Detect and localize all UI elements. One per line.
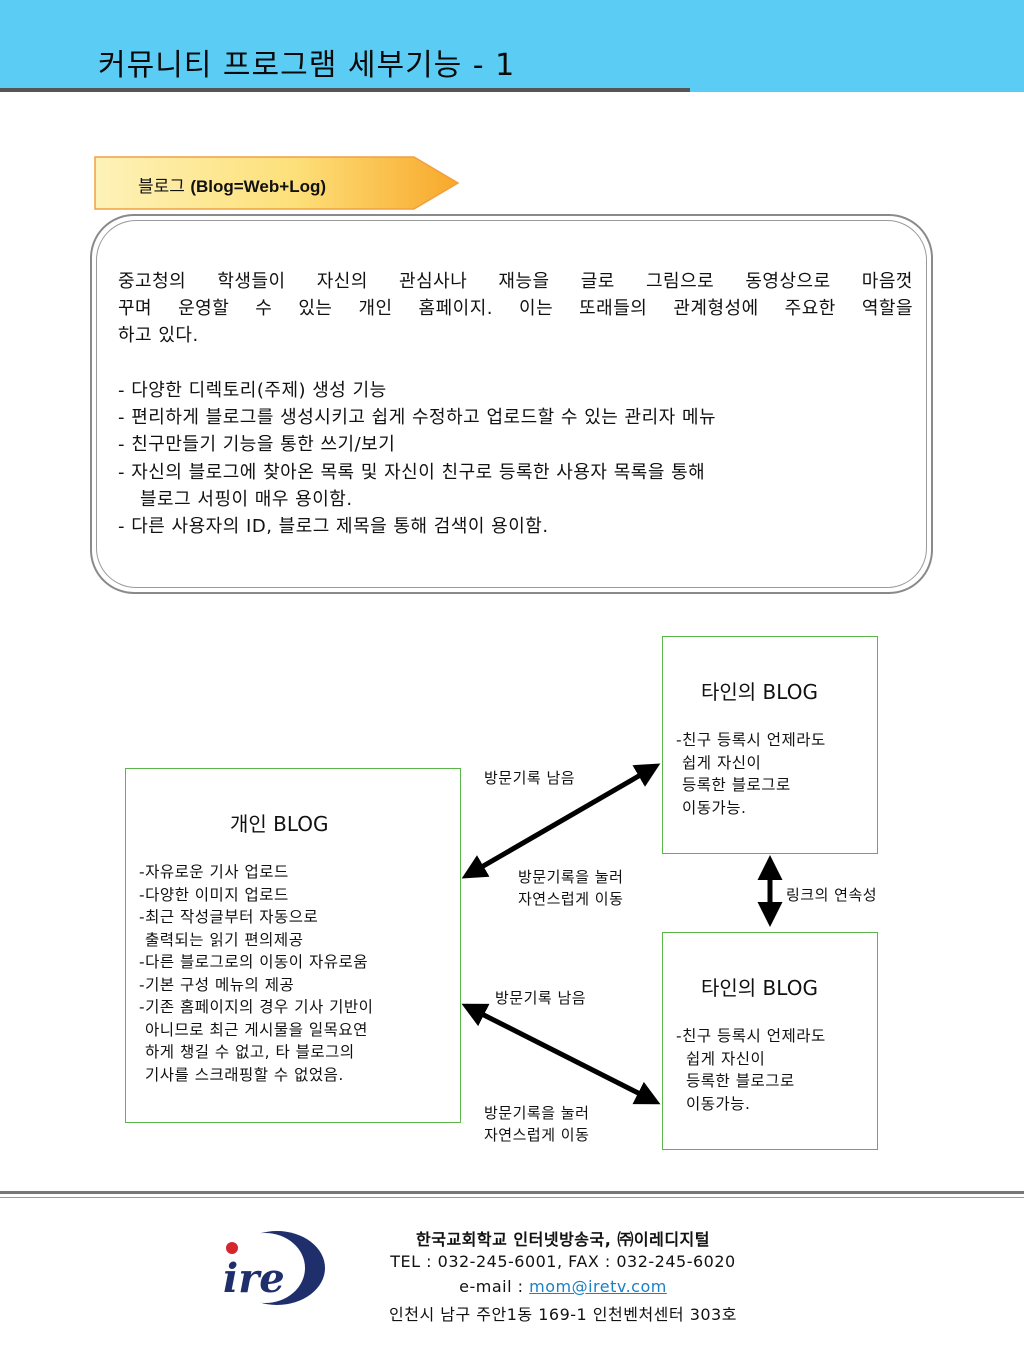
other-blog-bottom-line: 이동가능. [686, 1094, 751, 1113]
footer-divider-thin [0, 1197, 1024, 1198]
personal-blog-line: -다른 블로그로의 이동이 자유로움 [139, 953, 369, 971]
label-click-move-bottom-line1: 방문기록을 눌러 [484, 1104, 590, 1122]
other-blog-bottom-box [662, 932, 878, 1150]
footer-org: 한국교회학교 인터넷방송국, ㈜이레디지털 [416, 1230, 710, 1249]
personal-blog-line: -기본 구성 메뉴의 제공 [139, 975, 295, 994]
ire-logo-icon: ire [223, 1231, 325, 1305]
feature-item: - 다양한 디렉토리(주제) 생성 기능 [118, 380, 387, 401]
other-blog-bottom-line: 등록한 블로그로 [686, 1072, 795, 1090]
header-divider [0, 88, 690, 92]
feature-item: - 다른 사용자의 ID, 블로그 제목을 통해 검색이 용이함. [118, 516, 549, 538]
footer-email-link[interactable]: mom@iretv.com [529, 1277, 667, 1296]
description-line: 꾸며 운영할 수 있는 개인 홈페이지. 이는 또래들의 관계형성에 주요한 역… [118, 298, 913, 319]
footer-divider [0, 1191, 1024, 1194]
page-title: 커뮤니티 프로그램 세부기능 - 1 [98, 48, 516, 83]
logo-wordmark: ire [223, 1255, 285, 1302]
other-blog-bottom-title: 타인의 BLOG [701, 976, 818, 1000]
personal-blog-line: 하게 챙길 수 없고, 타 블로그의 [145, 1043, 355, 1061]
label-visit-record-top: 방문기록 남음 [484, 769, 576, 787]
feature-item-continuation-text: 블로그 서핑이 매우 용이함. [140, 488, 353, 510]
personal-blog-features: -자유로운 기사 업로드 -다양한 이미지 업로드 -최근 작성글부터 자동으로… [139, 861, 373, 1086]
other-blog-bottom-line: -친구 등록시 언제라도 [676, 1027, 826, 1045]
feature-item: - 편리하게 블로그를 생성시키고 쉽게 수정하고 업로드할 수 있는 관리자 … [118, 407, 717, 429]
personal-blog-line: -자유로운 기사 업로드 [139, 863, 289, 881]
label-visit-record-bottom: 방문기록 남음 [495, 989, 587, 1007]
other-blog-bottom-features: -친구 등록시 언제라도 쉽게 자신이 등록한 블로그로 이동가능. [676, 1025, 826, 1115]
section-tag: 블로그 (Blog=Web+Log) [94, 156, 460, 210]
description-frame [90, 214, 933, 594]
label-click-move-bottom-line2: 자연스럽게 이동 [484, 1126, 590, 1144]
personal-blog-line: -최근 작성글부터 자동으로 [139, 908, 319, 926]
arrow-personal-to-bottom-other [461, 1003, 661, 1105]
description-inner-frame [96, 220, 927, 588]
other-blog-top-line: -친구 등록시 언제라도 [676, 731, 826, 749]
other-blog-top-features: -친구 등록시 언제라도 쉽게 자신이 등록한 블로그로 이동가능. [676, 729, 826, 819]
other-blog-top-title: 타인의 BLOG [701, 680, 818, 704]
label-click-move-top-line1: 방문기록을 눌러 [518, 868, 624, 886]
footer-email-prefix: e-mail : [459, 1277, 530, 1296]
feature-item-continuation: 블로그 서핑이 매우 용이함. [118, 486, 716, 513]
footer-tel-fax: TEL : 032-245-6001, FAX : 032-245-6020 [390, 1252, 736, 1271]
label-click-move-top: 방문기록을 눌러 자연스럽게 이동 [518, 866, 623, 910]
label-click-move-top-line2: 자연스럽게 이동 [518, 890, 624, 908]
other-blog-top-line: 이동가능. [682, 798, 747, 817]
other-blog-top-box [662, 636, 878, 854]
other-blog-top-line: 등록한 블로그로 [682, 776, 791, 794]
footer-email-line: e-mail : mom@iretv.com [340, 1277, 786, 1296]
other-blog-top-line: 쉽게 자신이 [682, 753, 762, 772]
label-click-move-bottom: 방문기록을 눌러 자연스럽게 이동 [484, 1102, 589, 1146]
personal-blog-line: 아니므로 최근 게시물을 일목요연 [145, 1020, 368, 1039]
personal-blog-line: -다양한 이미지 업로드 [139, 885, 289, 904]
description-line: 중고청의 학생들이 자신의 관심사나 재능을 글로 그림으로 동영상으로 마음껏 [118, 271, 913, 292]
arrow-personal-to-top-other [461, 763, 661, 879]
description-paragraph: 중고청의 학생들이 자신의 관심사나 재능을 글로 그림으로 동영상으로 마음껏… [118, 268, 913, 349]
label-link-continuity: 링크의 연속성 [786, 886, 878, 904]
personal-blog-line: 출력되는 읽기 편의제공 [145, 930, 304, 949]
personal-blog-title: 개인 BLOG [230, 812, 329, 836]
feature-item: - 친구만들기 기능을 통한 쓰기/보기 [118, 434, 396, 456]
section-tag-label: 블로그 (Blog=Web+Log) [138, 172, 326, 197]
description-line: 하고 있다. [118, 325, 199, 346]
footer-address: 인천시 남구 주안1동 169-1 인천벤처센터 303호 [389, 1305, 737, 1324]
other-blog-bottom-line: 쉽게 자신이 [686, 1049, 766, 1068]
section-tag-label-en: (Blog=Web+Log) [190, 177, 327, 196]
section-tag-arrow-shape [94, 156, 460, 210]
ire-logo: ire [215, 1226, 330, 1311]
section-tag-label-ko: 블로그 [138, 177, 185, 197]
personal-blog-box [125, 768, 461, 1123]
header-band [0, 0, 1024, 92]
feature-item: - 자신의 블로그에 찾아온 목록 및 자신이 친구로 등록한 사용자 목록을 … [118, 461, 706, 483]
personal-blog-line: -기존 홈페이지의 경우 기사 기반이 [139, 998, 374, 1016]
personal-blog-line: 기사를 스크래핑할 수 없었음. [145, 1065, 344, 1084]
feature-list: - 다양한 디렉토리(주제) 생성 기능 - 편리하게 블로그를 생성시키고 쉽… [118, 377, 716, 540]
